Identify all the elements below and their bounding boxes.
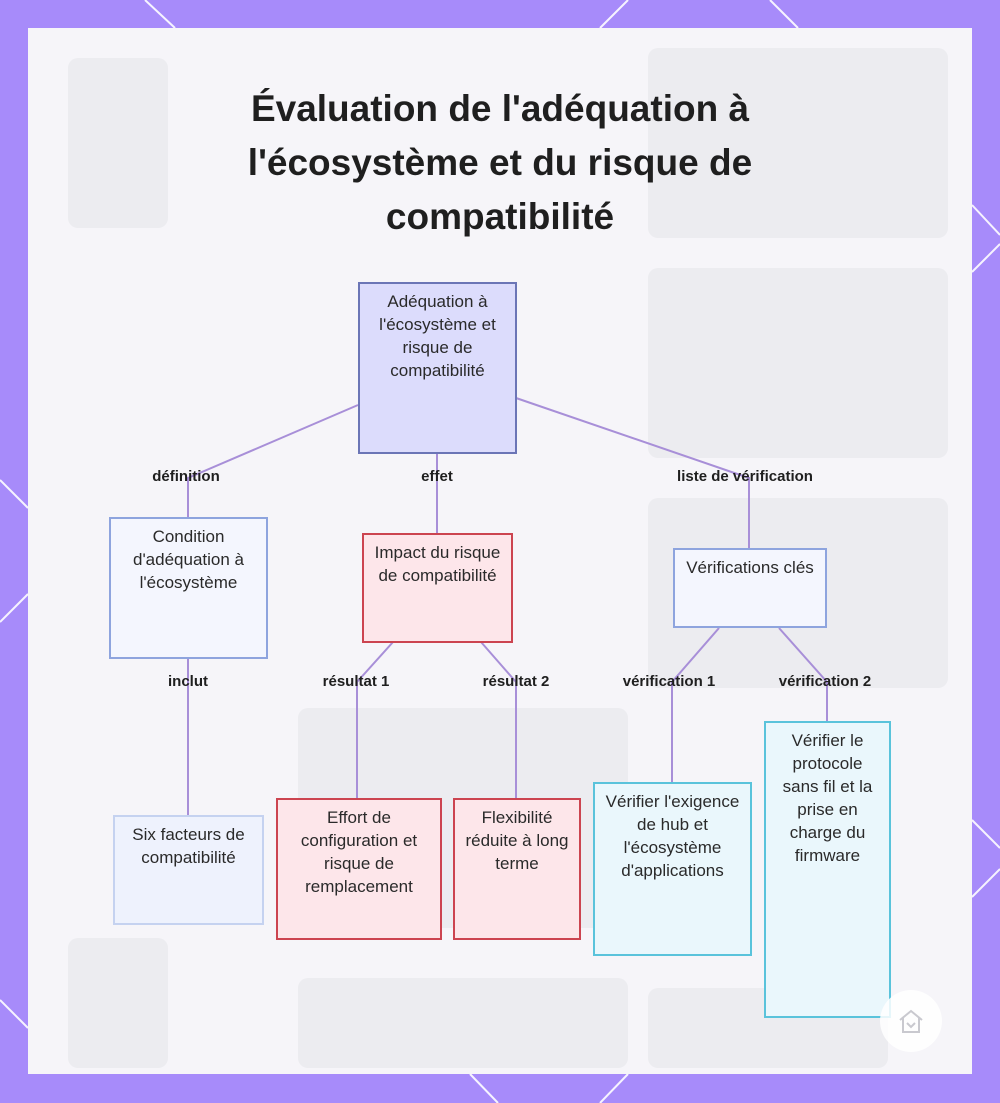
node-flexibility: Flexibilité réduite à long terme <box>453 798 581 940</box>
node-protocol-label: Vérifier le protocole sans fil et la pri… <box>782 731 873 865</box>
edge-label-effet: effet <box>421 468 453 485</box>
edge-verification2 <box>778 627 828 721</box>
node-verifications-label: Vérifications clés <box>686 558 814 577</box>
node-impact-label: Impact du risque de compatibilité <box>374 543 501 585</box>
edge-label-definition: définition <box>152 468 220 485</box>
node-condition-label: Condition d'adéquation à l'écosystème <box>132 527 244 592</box>
node-hub-label: Vérifier l'exigence de hub et l'écosystè… <box>605 792 740 880</box>
watermark-logo <box>880 990 942 1052</box>
edge-definition <box>187 404 359 517</box>
edge-label-resultat2: résultat 2 <box>482 673 550 690</box>
edge-label-checklist: liste de vérification <box>677 468 813 485</box>
background-blur-block <box>298 978 628 1068</box>
edge-verification1 <box>671 627 720 782</box>
node-effort: Effort de configuration et risque de rem… <box>276 798 442 940</box>
diagram-title: Évaluation de l'adéquation à l'écosystèm… <box>247 88 753 237</box>
node-flexibility-label: Flexibilité réduite à long terme <box>465 808 569 873</box>
node-root: Adéquation à l'écosystème et risque de c… <box>358 282 517 454</box>
edge-label-resultat1: résultat 1 <box>322 673 390 690</box>
node-effort-label: Effort de configuration et risque de rem… <box>300 808 418 896</box>
edge-checklist <box>515 397 750 548</box>
node-protocol: Vérifier le protocole sans fil et la pri… <box>764 721 891 1018</box>
edge-label-inclut: inclut <box>168 673 208 690</box>
edge-resultat2 <box>480 641 517 798</box>
background-blur-block <box>648 48 948 238</box>
background-blur-block <box>648 268 948 458</box>
node-six-factors-label: Six facteurs de compatibilité <box>132 825 245 867</box>
house-icon <box>899 1009 923 1033</box>
node-hub: Vérifier l'exigence de hub et l'écosystè… <box>593 782 752 956</box>
node-root-label: Adéquation à l'écosystème et risque de c… <box>379 292 496 380</box>
node-condition: Condition d'adéquation à l'écosystème <box>109 517 268 659</box>
node-verifications: Vérifications clés <box>673 548 827 628</box>
node-impact: Impact du risque de compatibilité <box>362 533 513 643</box>
edge-label-verification2: vérification 2 <box>778 673 872 690</box>
background-blur-block <box>68 58 168 228</box>
edge-resultat1 <box>356 641 394 798</box>
node-six-factors: Six facteurs de compatibilité <box>113 815 264 925</box>
edge-label-verification1: vérification 1 <box>622 673 716 690</box>
background-blur-block <box>68 938 168 1068</box>
